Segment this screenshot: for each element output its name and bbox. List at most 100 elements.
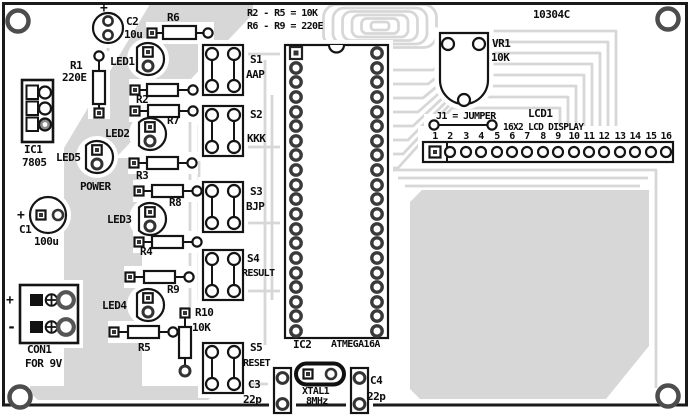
lcd-pin-pad [659, 145, 673, 159]
lcd-pin-number: 11 [583, 131, 595, 142]
r2-label: R2 [136, 93, 148, 106]
ic2-pad [370, 163, 384, 177]
resistor-r7 [129, 103, 199, 119]
ic2-pad [370, 251, 384, 265]
j1-label: J1 = JUMPER [436, 111, 497, 122]
lcd-pin-pad [474, 145, 488, 159]
ic2-pad [289, 163, 303, 177]
vr1-label: VR1 [492, 37, 511, 50]
capacitor-c3 [272, 366, 293, 415]
s1-function: AAP [246, 68, 265, 81]
note-resistor-values-1: R2 - R5 = 10K [247, 8, 318, 19]
preset-vr1 [438, 31, 490, 108]
lcd-pin-number: 14 [629, 131, 641, 142]
capacitor-c4 [349, 366, 370, 415]
vr1-value: 10K [491, 51, 510, 64]
lcd-pin-number: 4 [478, 131, 484, 142]
resistor-r8 [133, 183, 203, 199]
led2-label: LED2 [105, 127, 130, 140]
ic2-pad [370, 309, 384, 323]
led4-label: LED4 [102, 299, 127, 312]
switch-s2 [201, 104, 245, 158]
resistor-r5 [108, 324, 179, 340]
led5-function: POWER [80, 180, 111, 193]
lcd-pin-pad [520, 145, 534, 159]
lcd-pin-number: 13 [614, 131, 626, 142]
lcd-pin-numbers: 1 2 3 4 5 6 7 8 9 10 11 12 13 14 15 16 [432, 131, 672, 142]
lcd-pin-number: 8 [540, 131, 546, 142]
board-outline [2, 2, 688, 407]
c4-value: 22p [367, 390, 386, 403]
c1-polarity: + [17, 208, 25, 223]
resistor-r10 [177, 307, 193, 378]
xtal1-label: XTAL1 [302, 386, 330, 397]
s2-function: KKK [247, 132, 266, 145]
lcd-pin-pad [551, 145, 565, 159]
ic2-pad [289, 295, 303, 309]
copper-trace [391, 106, 562, 170]
ic2-pad [370, 295, 384, 309]
lcd-pin-number: 16 [660, 131, 672, 142]
led1-label: LED1 [110, 55, 135, 68]
switch-s4 [201, 248, 245, 302]
lcd-pin-pad [490, 145, 504, 159]
led3 [137, 201, 168, 237]
lcd-pin-pad [567, 145, 581, 159]
c2-pad [102, 15, 114, 27]
regulator-ic1 [20, 78, 55, 144]
switch-s3 [201, 180, 245, 234]
lcd-pin-pad [459, 145, 473, 159]
lcd-pin-pad [443, 145, 457, 159]
lcd-pin-number: 15 [645, 131, 657, 142]
ic2-pad [289, 105, 303, 119]
silkscreen-text: R2 - R5 = 10K R6 - R9 = 220E 10304C + C2… [6, 1, 672, 407]
ic2-value: ATMEGA16A [331, 339, 380, 350]
xtal1-value: 8MHz [306, 396, 328, 407]
ic2-pad [289, 75, 303, 89]
lcd-header [421, 140, 675, 164]
connector-con1 [18, 283, 80, 345]
s4-label: S4 [247, 252, 260, 265]
copper-pour-ground-plane [410, 190, 649, 399]
ic2-pad [370, 236, 384, 250]
r5-label: R5 [138, 341, 150, 354]
lcd-pin-number: 12 [598, 131, 610, 142]
ic2-pad [289, 119, 303, 133]
mounting-holes [5, 6, 681, 410]
lcd-pin-number: 6 [509, 131, 515, 142]
lcd-pin-pad [505, 145, 519, 159]
lcd-pin-pad [628, 145, 642, 159]
ic2-pad [370, 192, 384, 206]
ic2-pad [289, 192, 303, 206]
ic2-pad [370, 324, 384, 338]
ic2-pad [370, 46, 384, 60]
con1-label: CON1 [27, 343, 52, 356]
c1-label: C1 [19, 223, 32, 236]
r10-value: 10K [192, 321, 211, 334]
led5-label: LED5 [56, 151, 81, 164]
r1-label: R1 [70, 59, 83, 72]
ic1-value: 7805 [22, 156, 47, 169]
ic2-pad [370, 105, 384, 119]
r10-label: R10 [195, 306, 213, 319]
ic2-pad [289, 236, 303, 250]
ic2-pad [370, 61, 384, 75]
lcd-pin-pad [613, 145, 627, 159]
led2 [137, 116, 168, 152]
c2-polarity: + [100, 1, 108, 16]
ic1-label: IC1 [24, 143, 43, 156]
lcd-pin-pad [536, 145, 550, 159]
lcd-pin-number: 3 [463, 131, 469, 142]
ic2-pad [370, 148, 384, 162]
silkscreen-layer [18, 11, 675, 415]
resistor-r9 [124, 269, 195, 285]
ic2-label: IC2 [293, 338, 311, 351]
con1-plus: + [6, 293, 14, 308]
c2-label: C2 [126, 15, 138, 28]
s5-function: RESET [243, 358, 271, 369]
r6-label: R6 [167, 11, 180, 24]
c1-value: 100u [34, 235, 59, 248]
lcd-pin-number: 7 [524, 131, 530, 142]
mounting-hole-top-left [5, 8, 31, 34]
mounting-hole-top-right [655, 6, 681, 32]
